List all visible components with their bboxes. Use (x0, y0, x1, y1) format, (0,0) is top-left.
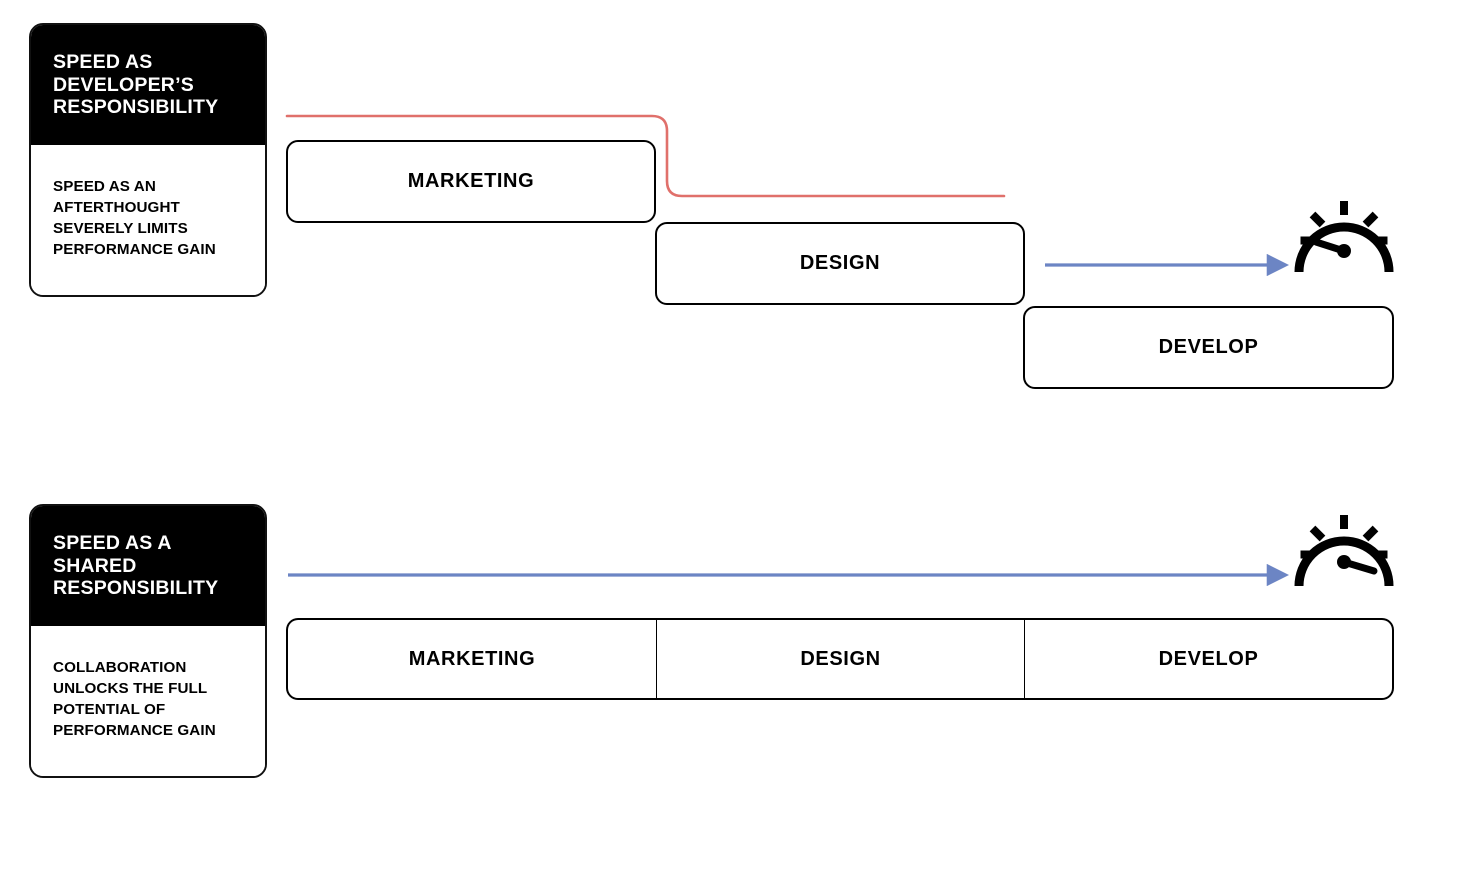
card-body-line: PERFORMANCE GAIN (53, 240, 216, 258)
card-header-line: DEVELOPER’S (53, 73, 194, 96)
card-body-line: POTENTIAL OF (53, 700, 166, 718)
phase-label: DESIGN (800, 647, 881, 670)
speedometer-icon-high (1288, 506, 1400, 597)
card-header-line: RESPONSIBILITY (53, 96, 219, 119)
phase-box-design-staggered[interactable]: DESIGN (655, 222, 1025, 305)
phase-box-develop-staggered[interactable]: DEVELOP (1023, 306, 1394, 389)
card-shared-responsibility: SPEED AS A SHARED RESPONSIBILITY COLLABO… (29, 504, 267, 778)
phase-box-marketing-joined[interactable]: MARKETING (286, 618, 657, 700)
card-body-line: SPEED AS AN (53, 177, 156, 195)
gauge-low-icon (1294, 201, 1394, 273)
card-body-shared-responsibility: COLLABORATION UNLOCKS THE FULL POTENTIAL… (31, 625, 265, 776)
phase-box-marketing-staggered[interactable]: MARKETING (286, 140, 656, 223)
phase-label: DEVELOP (1158, 336, 1259, 358)
phase-label: DESIGN (799, 252, 881, 274)
gauge-high-icon (1294, 515, 1394, 587)
card-header-line: SPEED AS A (53, 532, 172, 554)
phase-box-develop-joined[interactable]: DEVELOP (1024, 618, 1394, 700)
card-header-line: RESPONSIBILITY (53, 577, 219, 600)
card-developer-responsibility: SPEED AS DEVELOPER’S RESPONSIBILITY SPEE… (29, 23, 267, 297)
card-header-shared-responsibility: SPEED AS A SHARED RESPONSIBILITY (31, 506, 265, 626)
card-body-line: UNLOCKS THE FULL (53, 679, 208, 697)
card-body-line: AFTERTHOUGHT (53, 198, 180, 216)
card-body-developer-responsibility: SPEED AS AN AFTERTHOUGHT SEVERELY LIMITS… (31, 144, 265, 295)
card-body-line: COLLABORATION (53, 658, 187, 676)
phase-label: DEVELOP (1158, 647, 1259, 670)
card-header-line: SPEED AS (53, 51, 153, 73)
phase-label: MARKETING (407, 170, 535, 192)
speedometer-icon-low (1288, 192, 1400, 283)
card-header-developer-responsibility: SPEED AS DEVELOPER’S RESPONSIBILITY (31, 25, 265, 145)
phase-label: MARKETING (408, 647, 536, 670)
phase-box-design-joined[interactable]: DESIGN (656, 618, 1025, 700)
card-header-line: SHARED (53, 554, 137, 577)
card-body-line: SEVERELY LIMITS (53, 219, 188, 237)
card-body-line: PERFORMANCE GAIN (53, 721, 216, 739)
